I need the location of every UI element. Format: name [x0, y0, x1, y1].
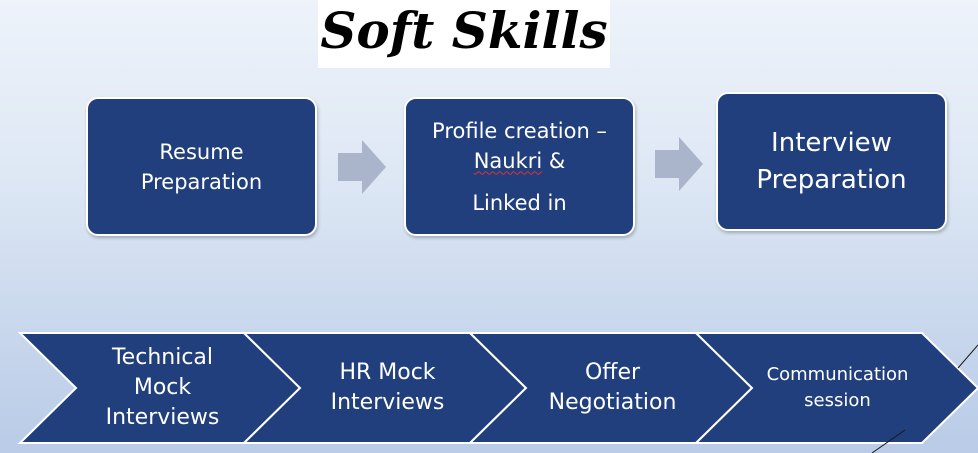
step-2-line-1: Profile creation –	[432, 118, 607, 143]
chevron-4-line-2: session	[804, 390, 871, 411]
chevron-4-line-1: Communication	[766, 364, 909, 385]
chevron-3-line-1: Offer	[584, 360, 641, 385]
chevron-3-line-2: Negotiation	[548, 390, 677, 415]
step-2-line-3: Linked in	[472, 190, 567, 215]
chevron-label-offer-negotiation: Offer Negotiation	[525, 332, 700, 444]
step-2-line-2: Naukri &	[474, 146, 566, 176]
chevron-2-line-2: Interviews	[330, 390, 445, 415]
step-resume-preparation: Resume Preparation	[86, 97, 317, 236]
ampersand-text: &	[542, 148, 566, 173]
step-interview-preparation: Interview Preparation	[716, 92, 947, 231]
step-3-line-2: Preparation	[756, 164, 907, 195]
chevron-label-technical-mock: Technical Mock Interviews	[75, 332, 250, 444]
chevron-1-line-3: Interviews	[105, 405, 220, 430]
title-box: Soft Skills	[318, 0, 610, 68]
right-arrow-icon	[655, 137, 703, 191]
naukri-text: Naukri	[473, 148, 543, 173]
page-title: Soft Skills	[320, 1, 608, 60]
step-1-line-1: Resume	[159, 139, 244, 164]
step-profile-creation: Profile creation – Naukri & Linked in	[404, 97, 635, 236]
chevron-1-line-1: Technical	[111, 345, 214, 370]
chevron-label-communication: Communication session	[750, 332, 925, 444]
chevron-4	[693, 332, 978, 444]
chevron-2-line-1: HR Mock	[339, 360, 436, 385]
right-arrow-icon	[338, 140, 386, 194]
step-1-line-2: Preparation	[140, 169, 263, 194]
chevron-1-line-2: Mock	[133, 375, 192, 400]
step-3-line-1: Interview	[771, 127, 892, 158]
chevron-label-hr-mock: HR Mock Interviews	[300, 332, 475, 444]
